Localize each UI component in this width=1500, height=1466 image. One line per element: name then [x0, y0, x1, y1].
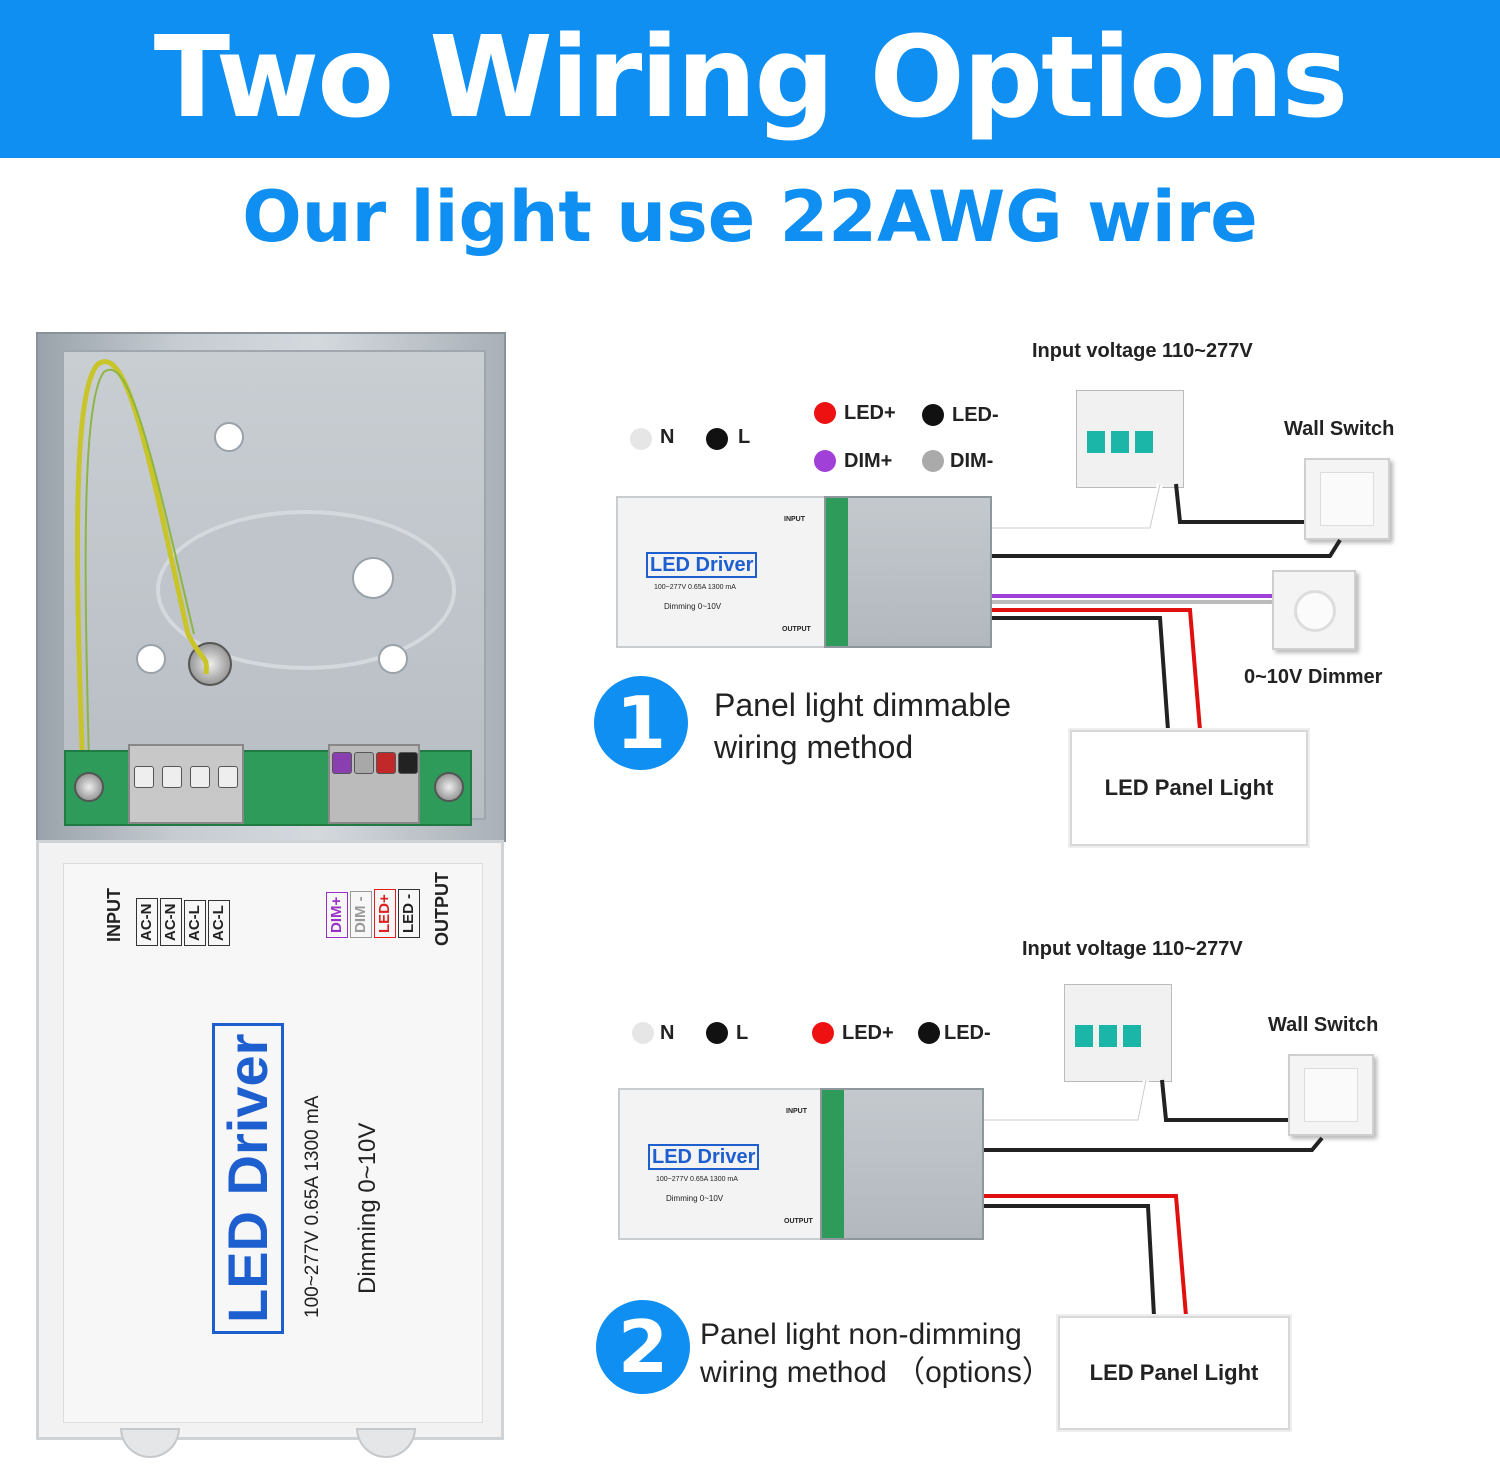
dimmer-knob-icon [1294, 590, 1336, 632]
opt2-mini-driver: LED Driver 100~277V 0.65A 1300 mA Dimmin… [618, 1088, 828, 1240]
legend-led-plus: LED+ [844, 402, 896, 424]
legend-l: L [738, 426, 751, 448]
legend-n-dot [632, 1022, 654, 1044]
breaker-toggle [1075, 1025, 1093, 1047]
legend-l: L [736, 1022, 749, 1044]
opt1-wall-switch [1304, 458, 1390, 540]
opt2-method-line2: wiring method （options） [700, 1356, 1052, 1389]
input-lever [218, 766, 238, 788]
led-minus-lever [398, 752, 418, 774]
legend-dim-minus: DIM- [950, 450, 994, 472]
driver-housing: INPUT AC-N AC-N AC-L AC-L DIM+ DIM - LED… [36, 840, 504, 1440]
ground-wire [74, 359, 209, 805]
output-terminal-block [328, 744, 420, 824]
input-lever [134, 766, 154, 788]
junction-box-interior [62, 350, 486, 820]
opt1-method-line2: wiring method [714, 729, 914, 765]
mini-driver-dimming: Dimming 0~10V [664, 602, 722, 611]
input-lever [162, 766, 182, 788]
opt2-input-voltage: Input voltage 110~277V [1022, 938, 1243, 960]
mini-driver-output: OUTPUT [782, 626, 811, 633]
legend-dim-minus-dot [922, 450, 944, 472]
mini-driver-dimming: Dimming 0~10V [666, 1194, 724, 1203]
knockout-hole [352, 557, 394, 599]
opt1-dimmer-label: 0~10V Dimmer [1244, 666, 1383, 688]
breaker-toggle [1123, 1025, 1141, 1047]
legend-led-minus-dot [918, 1022, 940, 1044]
option-1-badge: 1 [594, 676, 688, 770]
legend-l-dot [706, 1022, 728, 1044]
board-screw-icon [434, 772, 464, 802]
opt1-mini-junction-box [824, 496, 992, 648]
knockout-hole [214, 422, 244, 452]
legend-dim-plus-dot [814, 450, 836, 472]
opt1-dimmer [1272, 570, 1356, 650]
legend-dim-plus: DIM+ [844, 450, 893, 472]
led-plus-lever [376, 752, 396, 774]
legend-led-minus-dot [922, 404, 944, 426]
page-title: Two Wiring Options [153, 13, 1349, 143]
opt1-wall-switch-label: Wall Switch [1284, 418, 1395, 440]
mini-driver-title: LED Driver [646, 552, 758, 578]
legend-n: N [660, 426, 675, 448]
option-2-badge: 2 [596, 1300, 690, 1394]
legend-n: N [660, 1022, 675, 1044]
opt2-wall-switch [1288, 1054, 1374, 1136]
opt1-mini-driver: LED Driver 100~277V 0.65A 1300 mA Dimmin… [616, 496, 826, 648]
mini-driver-input: INPUT [786, 1108, 807, 1115]
legend-led-minus: LED- [944, 1022, 991, 1044]
breaker-toggle [1135, 431, 1153, 453]
title-banner: Two Wiring Options [0, 0, 1500, 158]
mini-driver-input: INPUT [784, 516, 805, 523]
opt2-circuit-breaker [1064, 984, 1172, 1082]
opt2-led-panel-light: LED Panel Light [1058, 1316, 1290, 1430]
breaker-toggle [1111, 431, 1129, 453]
legend-led-minus: LED- [952, 404, 999, 426]
breaker-toggle [1087, 431, 1105, 453]
legend-l-dot [706, 428, 728, 450]
dim-minus-lever [354, 752, 374, 774]
mini-driver-title: LED Driver [648, 1144, 760, 1170]
mini-driver-spec: 100~277V 0.65A 1300 mA [656, 1176, 738, 1183]
legend-led-plus-dot [812, 1022, 834, 1044]
dim-plus-lever [332, 752, 352, 774]
legend-led-plus: LED+ [842, 1022, 894, 1044]
driver-photo: INPUT AC-N AC-N AC-L AC-L DIM+ DIM - LED… [36, 332, 508, 1462]
knockout-hole [136, 644, 166, 674]
opt1-method-line1: Panel light dimmable [714, 687, 1012, 723]
opt2-wall-switch-label: Wall Switch [1268, 1014, 1379, 1036]
breaker-toggle [1099, 1025, 1117, 1047]
knockout-oval [156, 510, 456, 670]
legend-n-dot [630, 428, 652, 450]
page-subtitle: Our light use 22AWG wire [242, 176, 1258, 258]
opt2-method-line1: Panel light non-dimming [700, 1318, 1022, 1351]
opt1-circuit-breaker [1076, 390, 1184, 488]
mini-driver-output: OUTPUT [784, 1218, 813, 1225]
legend-led-plus-dot [814, 402, 836, 424]
board-screw-icon [74, 772, 104, 802]
junction-box [36, 332, 506, 842]
opt1-led-panel-light: LED Panel Light [1070, 730, 1308, 846]
opt1-input-voltage: Input voltage 110~277V [1032, 340, 1253, 362]
knockout-hole [378, 644, 408, 674]
input-terminal-block [128, 744, 244, 824]
input-lever [190, 766, 210, 788]
driver-label-plate: INPUT AC-N AC-N AC-L AC-L DIM+ DIM - LED… [63, 863, 483, 1423]
mini-driver-spec: 100~277V 0.65A 1300 mA [654, 584, 736, 591]
opt2-mini-junction-box [820, 1088, 984, 1240]
